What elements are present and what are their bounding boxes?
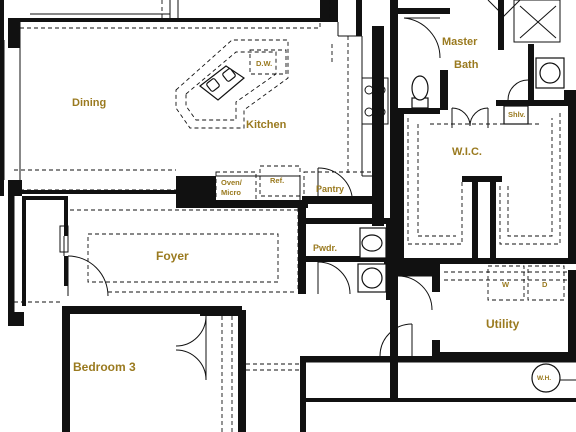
label-washer: W (502, 280, 510, 289)
toilet-icon (411, 75, 429, 109)
room-label-foyer: Foyer (156, 249, 189, 263)
fixture-labels: D.W. Oven/ Micro Ref. Shlv. W D W.H. (221, 59, 551, 382)
room-label-powder: Pwdr. (313, 243, 337, 253)
room-label-master-bath-2: Bath (454, 59, 479, 71)
bath-sink-icon (535, 57, 565, 89)
powder-toilet-icon (359, 227, 387, 259)
label-refrigerator: Ref. (270, 176, 284, 185)
thin-lines (3, 0, 576, 381)
room-label-pantry: Pantry (316, 184, 344, 194)
label-dishwasher: D.W. (256, 59, 272, 68)
label-water-heater: W.H. (537, 375, 551, 382)
room-labels: Dining Kitchen Master Bath W.I.C. Pantry… (72, 36, 520, 374)
label-shelves: Shlv. (508, 110, 525, 119)
room-label-wic: W.I.C. (452, 146, 482, 158)
label-oven-2: Micro (221, 188, 241, 197)
fixtures (199, 57, 565, 393)
room-label-utility: Utility (486, 317, 520, 331)
label-dryer: D (542, 280, 548, 289)
powder-sink-icon (357, 263, 387, 293)
room-label-bedroom-3: Bedroom 3 (73, 360, 136, 374)
room-label-dining: Dining (72, 97, 106, 109)
room-label-master-bath-1: Master (442, 36, 478, 48)
water-heater-icon (531, 363, 561, 393)
label-oven-1: Oven/ (221, 178, 243, 187)
room-label-kitchen: Kitchen (246, 119, 287, 131)
kitchen-sink-icon (199, 65, 245, 101)
